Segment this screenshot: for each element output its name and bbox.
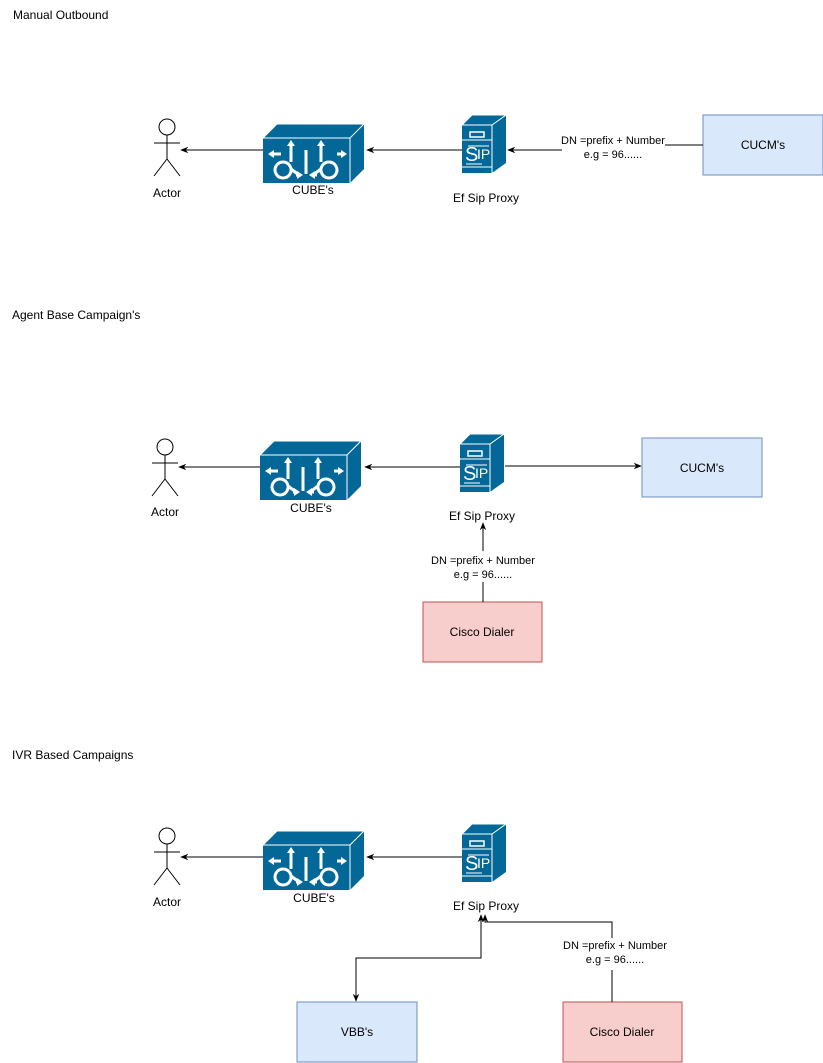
cube-gateway-icon	[258, 439, 363, 502]
actor-label: Actor	[151, 505, 179, 519]
edge-label-line2: e.g = 96......	[584, 149, 642, 161]
edge-label-line1: DN =prefix + Number	[431, 555, 535, 567]
cube-gateway-icon	[261, 829, 366, 892]
actor-label: Actor	[153, 186, 181, 200]
cucm-box[interactable]	[702, 114, 823, 176]
section-title: Manual Outbound	[13, 8, 108, 22]
sip-proxy-label: Ef Sip Proxy	[453, 899, 519, 913]
cube-label: CUBE's	[292, 183, 334, 197]
edge-proxy-vbb	[352, 914, 485, 1002]
vbb-box[interactable]	[296, 1001, 418, 1063]
cisco-dialer-label: Cisco Dialer	[590, 1025, 655, 1039]
sip-proxy-icon	[459, 433, 505, 493]
cucm-label: CUCM's	[741, 138, 785, 152]
cube-gateway-icon	[261, 122, 366, 185]
cisco-dialer-box[interactable]	[422, 601, 543, 663]
cucm-box[interactable]	[641, 437, 763, 498]
sip-proxy-icon	[461, 114, 507, 174]
cube-label: CUBE's	[293, 891, 335, 905]
section-agent-base-campaign: Agent Base Campaign's Actor CUBE's Ef Si…	[12, 308, 763, 663]
vbb-label: VBB's	[341, 1025, 373, 1039]
cisco-dialer-label: Cisco Dialer	[450, 625, 515, 639]
actor-icon	[153, 827, 181, 886]
cube-label: CUBE's	[290, 501, 332, 515]
section-ivr-based-campaigns: IVR Based Campaigns Actor CUBE's Ef Sip …	[12, 748, 683, 1063]
cucm-label: CUCM's	[680, 461, 724, 475]
sip-proxy-icon	[461, 823, 507, 883]
section-title: Agent Base Campaign's	[12, 308, 140, 322]
actor-icon	[153, 118, 181, 177]
cisco-dialer-box[interactable]	[562, 1001, 683, 1063]
actor-label: Actor	[153, 895, 181, 909]
actor-icon	[151, 438, 179, 497]
edge-label-line2: e.g = 96......	[586, 954, 644, 966]
edge-label-line2: e.g = 96......	[454, 569, 512, 581]
sip-proxy-label: Ef Sip Proxy	[449, 509, 515, 523]
section-manual-outbound: Manual Outbound Actor CUBE's Ef Sip Prox…	[13, 8, 823, 205]
section-title: IVR Based Campaigns	[12, 748, 133, 762]
edge-arrow-proxy	[481, 914, 613, 938]
edge-label-line1: DN =prefix + Number	[561, 135, 665, 147]
edge-label-line1: DN =prefix + Number	[563, 940, 667, 952]
sip-proxy-label: Ef Sip Proxy	[453, 191, 519, 205]
